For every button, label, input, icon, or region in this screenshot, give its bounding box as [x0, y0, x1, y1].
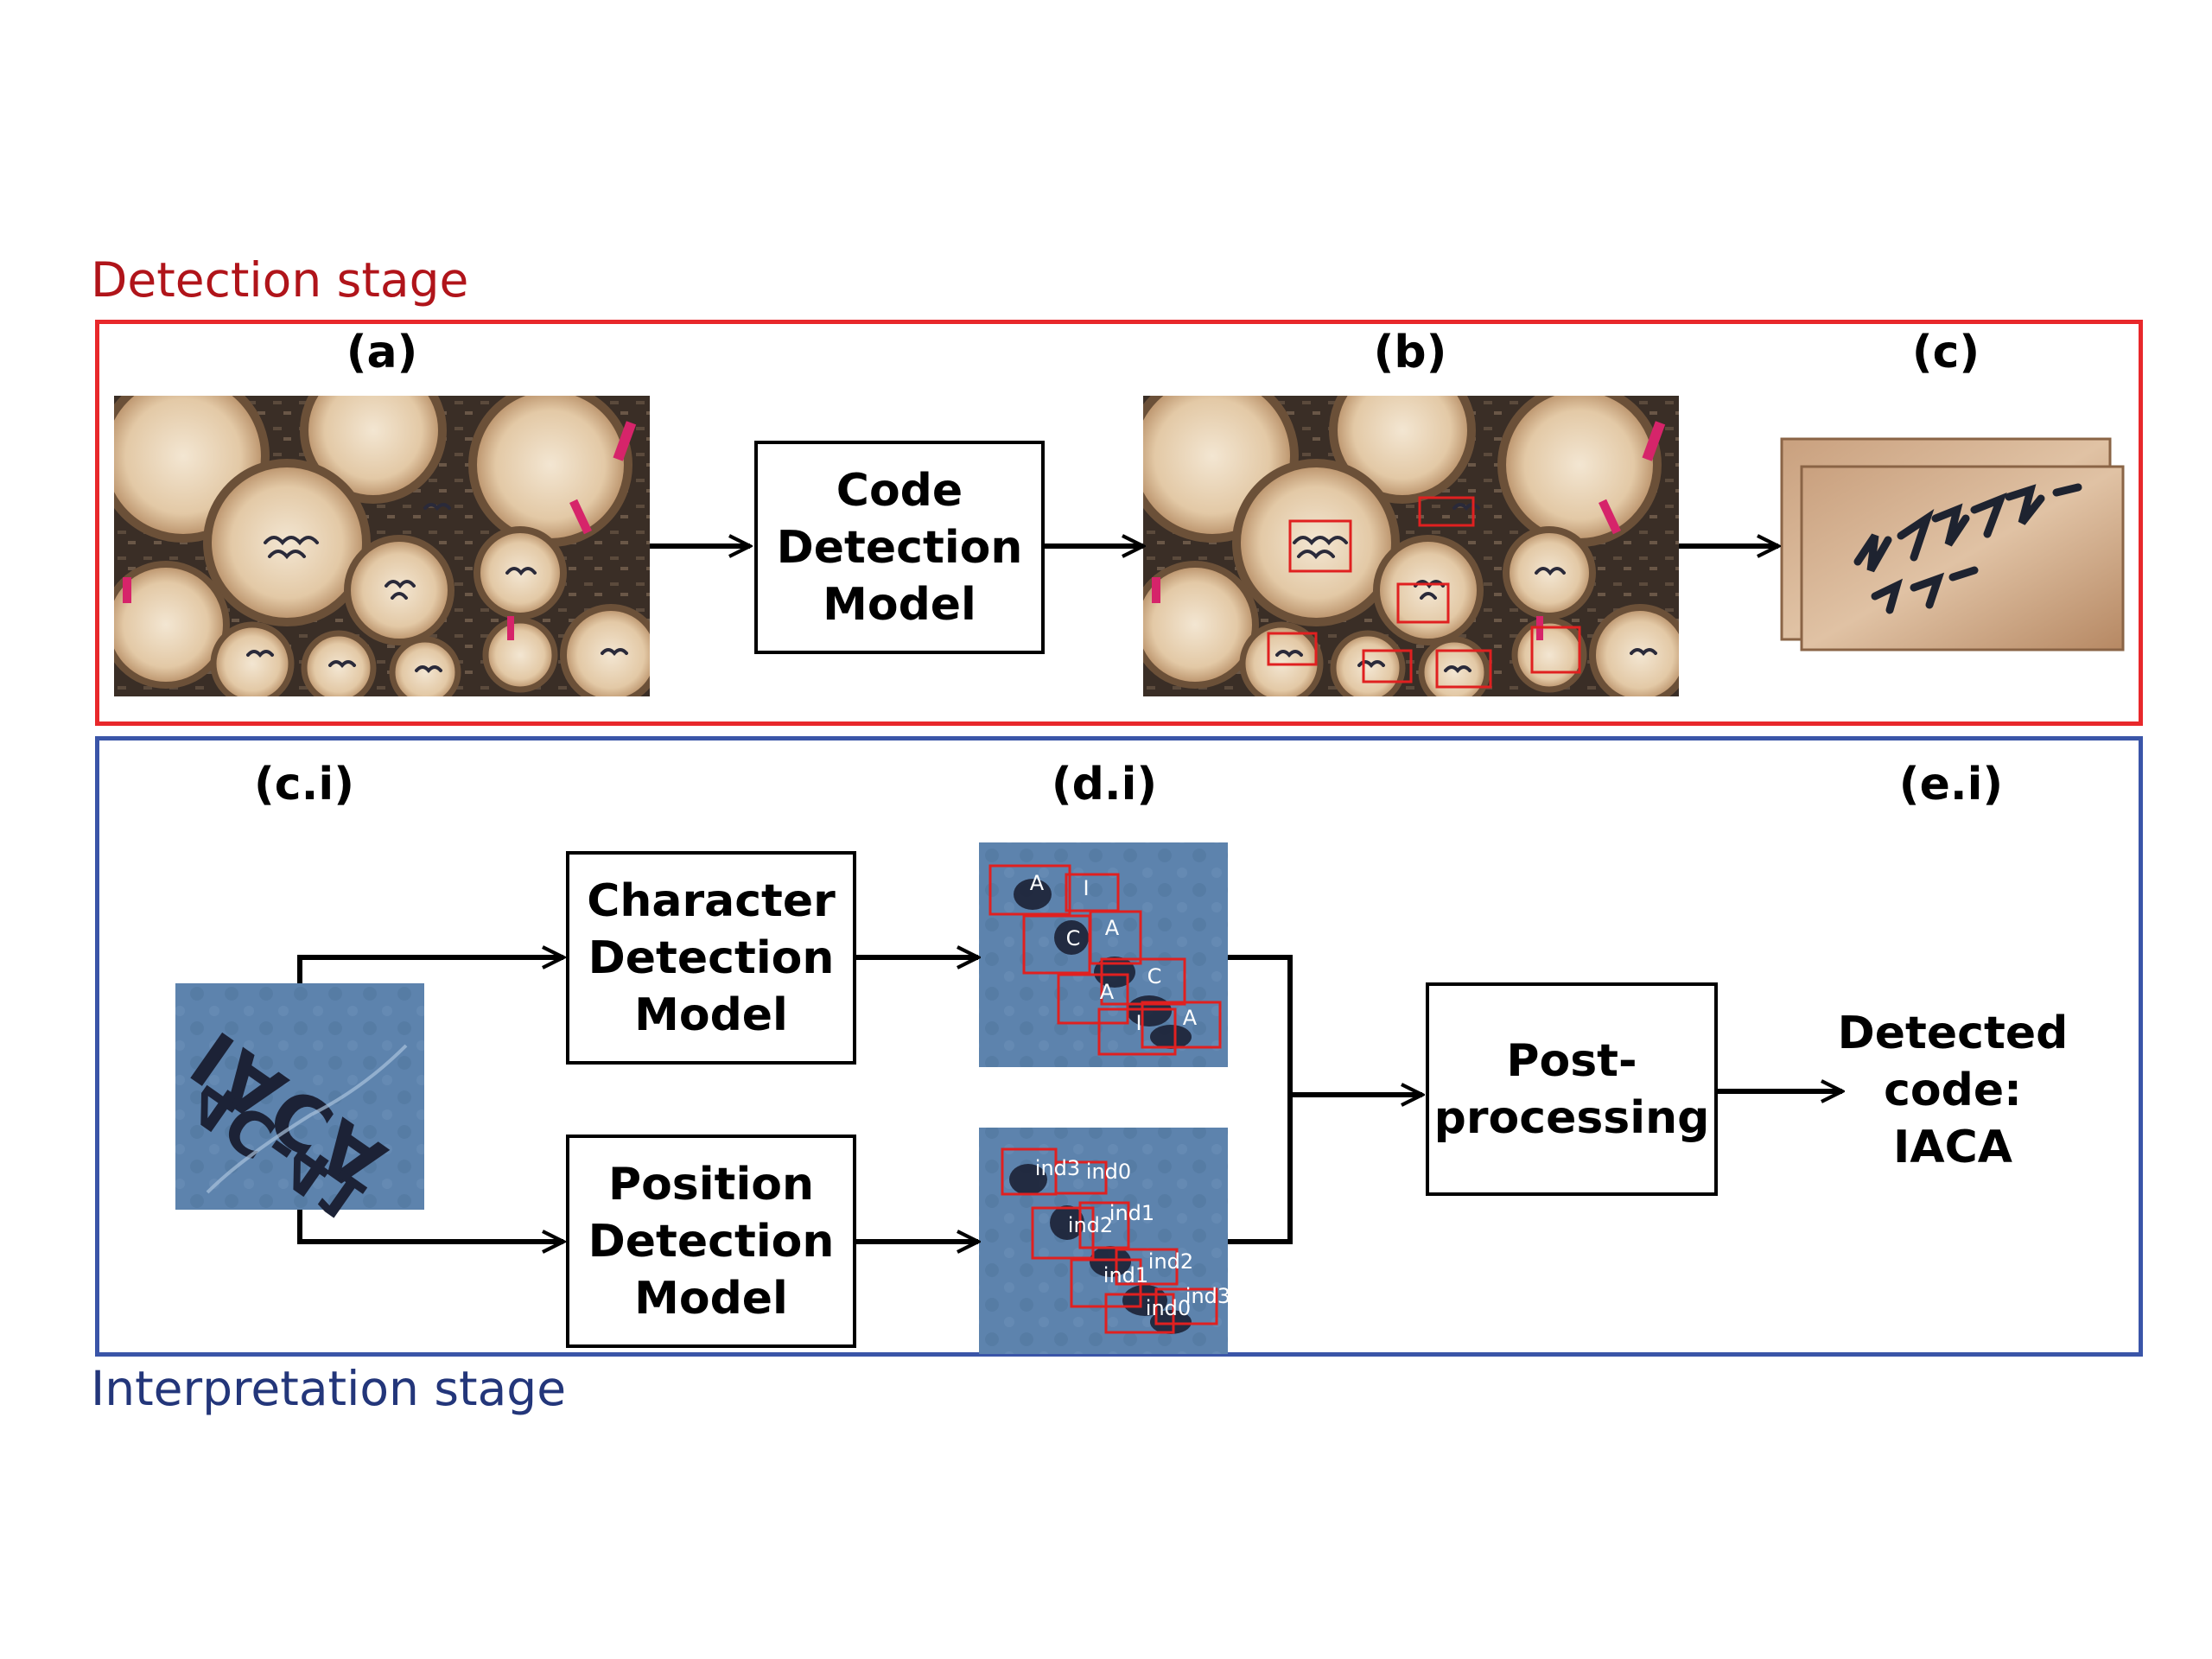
arrow-crop-to-char-model: [297, 957, 563, 983]
model-line: Model: [634, 1272, 788, 1325]
position-detections-image: ind3 ind0 ind2 ind1 ind2 ind1 ind0 ind3: [979, 1128, 1230, 1354]
char-label: A: [1100, 980, 1115, 1004]
result-line: code:: [1884, 1065, 2022, 1116]
merge-bracket: [1228, 955, 1293, 1244]
log-pile-detections-image: [1130, 361, 1688, 705]
char-label: A: [1183, 1006, 1198, 1030]
character-detection-model-box: Character Detection Model: [566, 851, 856, 1065]
model-line: Post-: [1506, 1034, 1637, 1087]
panel-label-a: (a): [346, 327, 418, 378]
character-labels: A I C A C A I A: [1030, 871, 1198, 1035]
position-label: ind0: [1086, 1160, 1131, 1184]
position-label: ind0: [1146, 1296, 1191, 1320]
code-detection-model-box: Code Detection Model: [754, 441, 1045, 654]
interpretation-stage-title: Interpretation stage: [91, 1361, 567, 1416]
detection-stage-title: Detection stage: [91, 252, 469, 308]
interpretation-arrows: [297, 955, 1842, 1244]
interpretation-stage-frame: [95, 736, 2143, 1357]
code-crop-image: IACA 4C-41: [175, 983, 424, 1236]
position-label: ind1: [1103, 1263, 1148, 1287]
character-detections-image: A I C A C A I A: [979, 842, 1228, 1067]
result-line: Detected: [1837, 1007, 2069, 1059]
cropped-code-images: [1780, 437, 2125, 652]
position-label: ind2: [1148, 1249, 1193, 1274]
model-line: Detection: [588, 931, 835, 984]
position-label: ind3: [1035, 1156, 1080, 1180]
panel-label-ei: (e.i): [1898, 759, 2004, 810]
position-label: ind1: [1109, 1201, 1154, 1225]
detection-stage-frame: [95, 320, 2143, 726]
char-label: C: [1066, 926, 1081, 950]
char-label: I: [1135, 1011, 1141, 1035]
position-detection-model-box: Position Detection Model: [566, 1135, 856, 1348]
position-label: ind3: [1185, 1284, 1230, 1308]
panel-label-ci: (c.i): [254, 759, 354, 810]
post-processing-box: Post- processing: [1426, 982, 1718, 1196]
position-labels: ind3 ind0 ind2 ind1 ind2 ind1 ind0 ind3: [1035, 1156, 1230, 1320]
model-line: Model: [823, 578, 976, 631]
model-line: Model: [634, 988, 788, 1041]
result-line: IACA: [1893, 1122, 2012, 1173]
char-label: A: [1105, 916, 1120, 940]
panel-label-c: (c): [1911, 327, 1980, 378]
char-label: A: [1030, 871, 1045, 895]
panel-label-di: (d.i): [1051, 759, 1158, 810]
model-line: Detection: [776, 521, 1023, 574]
panel-label-b: (b): [1373, 327, 1447, 378]
detected-code-result: Detected code: IACA: [1823, 1005, 2082, 1176]
char-label: I: [1083, 876, 1089, 900]
arrow-crop-to-pos-model: [297, 1210, 563, 1242]
model-line: Code: [836, 464, 963, 517]
position-label: ind2: [1068, 1213, 1113, 1237]
model-line: Character: [587, 874, 836, 927]
model-line: Position: [607, 1158, 815, 1211]
log-pile-image: [101, 361, 658, 705]
model-line: processing: [1433, 1091, 1710, 1144]
char-label: C: [1147, 964, 1162, 988]
model-line: Detection: [588, 1215, 835, 1268]
